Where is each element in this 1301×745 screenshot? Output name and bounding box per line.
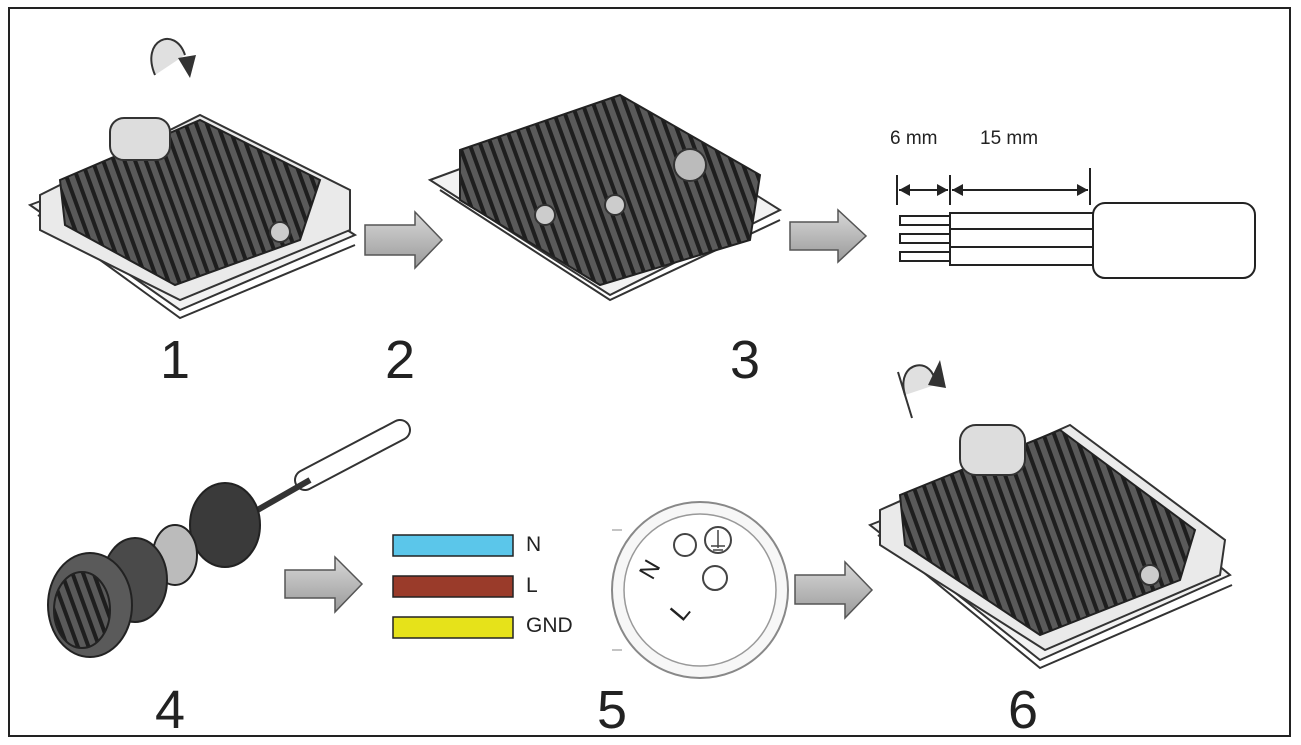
arrow-1-2 — [364, 210, 444, 270]
step-number-6: 6 — [1008, 680, 1039, 740]
rotate-arrow-step6 — [897, 360, 946, 419]
arrow-5-6 — [794, 560, 874, 620]
arrow-2-3 — [789, 208, 868, 264]
wire-label-l: L — [526, 574, 538, 597]
floodlight-step6 — [868, 423, 1233, 670]
wire-swatch-l — [392, 575, 514, 598]
wire-label-gnd: GND — [526, 614, 573, 637]
floodlight-step2 — [427, 93, 783, 302]
step-number-4: 4 — [155, 680, 186, 740]
step-number-2: 2 — [385, 330, 416, 390]
step-number-3: 3 — [730, 330, 761, 390]
step-number-5: 5 — [597, 680, 628, 740]
wire-swatch-gnd — [392, 616, 514, 639]
wire-swatch-n — [392, 534, 514, 557]
wire-label-n: N — [526, 533, 542, 556]
arrow-4-5 — [284, 555, 364, 614]
cable-gland — [47, 419, 411, 658]
step-number-1: 1 — [160, 330, 191, 390]
cable-strip-diagram — [896, 168, 1256, 279]
strip-length-label: 6 mm — [890, 128, 938, 149]
floodlight-step1 — [27, 37, 358, 320]
terminal-block — [611, 501, 789, 679]
sheath-length-label: 15 mm — [980, 128, 1039, 149]
wire-color-legend — [392, 534, 514, 639]
